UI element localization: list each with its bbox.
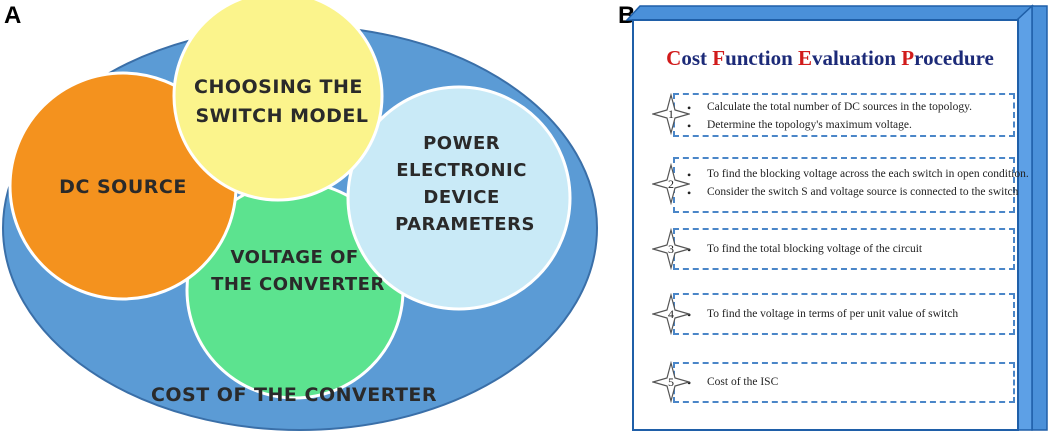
- title-part-0: C: [666, 46, 682, 70]
- box-top-face: [625, 5, 1034, 21]
- step-3-number: 3: [668, 242, 674, 256]
- title-part-2: F: [712, 46, 726, 70]
- switch-model-label: CHOOSING THE SWITCH MODEL: [194, 76, 370, 127]
- box-right-side: [1016, 4, 1033, 431]
- circle-switch-model: [172, 0, 384, 202]
- step-5-star-icon: 5: [652, 361, 690, 403]
- title-part-3: unction: [725, 46, 798, 70]
- box-front-face: [632, 19, 1019, 431]
- procedure-box: [625, 4, 1048, 431]
- step-box-5: •Cost of the ISC: [673, 362, 1015, 403]
- panel-a-label: A: [4, 2, 22, 29]
- step-box-4: •To find the voltage in terms of per uni…: [673, 293, 1015, 335]
- circle-power-electronic: [346, 85, 572, 311]
- step-2-number: 2: [668, 177, 674, 191]
- dc-source-label: DC SOURCE: [59, 176, 187, 198]
- step-box-3: •To find the total blocking voltage of t…: [673, 228, 1015, 270]
- title-part-6: P: [901, 46, 915, 70]
- procedure-title: Cost Function Evaluation Procedure: [650, 46, 1010, 71]
- step-1-star-icon: 1: [652, 93, 690, 135]
- power-electronic-label: POWER ELECTRONIC DEVICE PARAMETERS: [395, 133, 535, 235]
- voltage-label: VOLTAGE OF THE CONVERTER: [211, 247, 385, 295]
- title-part-5: valuation: [812, 46, 902, 70]
- step-2-star-icon: 2: [652, 163, 690, 205]
- step-box-2: •To find the blocking voltage across the…: [673, 157, 1029, 213]
- panel-b-label: B: [618, 2, 636, 29]
- step-4-number: 4: [668, 307, 674, 321]
- box-right-face: [1031, 5, 1048, 431]
- title-part-7: rocedure: [914, 46, 994, 70]
- cost-of-converter-label: COST OF THE CONVERTER: [151, 384, 437, 406]
- title-part-1: ost: [681, 46, 713, 70]
- step-box-1: •Calculate the total number of DC source…: [673, 93, 1015, 137]
- step-4-star-icon: 4: [652, 293, 690, 335]
- venn-diagram: DC SOURCE CHOOSING THE SWITCH MODEL POWE…: [2, 0, 598, 431]
- step-3-star-icon: 3: [652, 228, 690, 270]
- title-part-4: E: [798, 46, 813, 70]
- step-5-number: 5: [668, 375, 674, 389]
- step-1-number: 1: [668, 107, 674, 121]
